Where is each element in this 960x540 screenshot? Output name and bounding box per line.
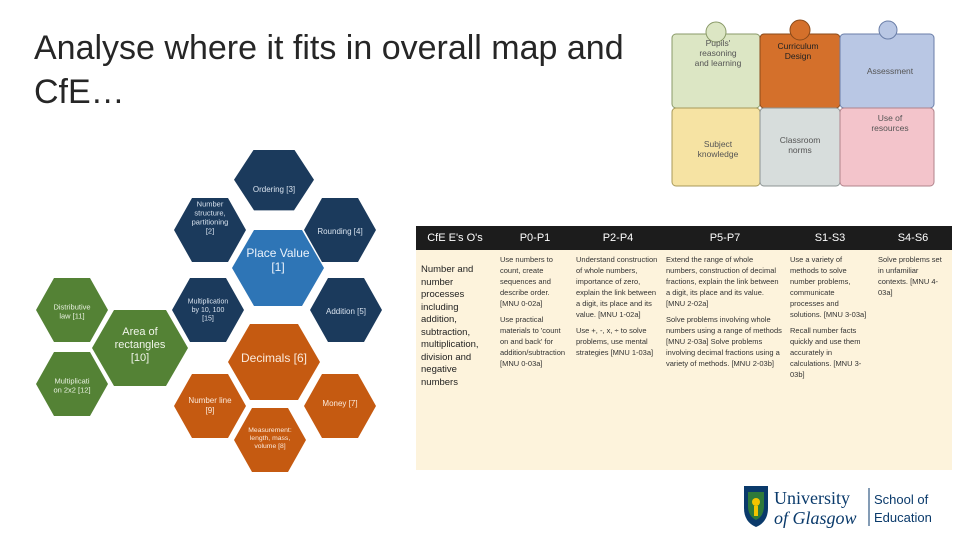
hex-addition-label: Addition [5] <box>326 307 366 316</box>
header-p0-p1: P0-P1 <box>519 232 551 244</box>
cell-s4-s6: Solve problems set in unfamiliar context… <box>878 254 948 303</box>
cell-s1-s3-text-2: Recall number facts quickly and use them… <box>790 326 862 379</box>
hex-measurement-label: Measurement:length, mass,volume [8] <box>248 427 292 450</box>
cell-p0-p1: Use numbers to count, create sequences a… <box>500 254 570 374</box>
header-s1-s3: S1-S3 <box>814 232 846 244</box>
hex-rounding-label: Rounding [4] <box>317 227 362 236</box>
logo-school-2: Education <box>874 510 932 525</box>
page-title: Analyse where it fits in overall map and… <box>34 29 624 111</box>
hex-number-line-label: Number line[9] <box>188 396 232 415</box>
logo-school-1: School of <box>874 492 929 507</box>
cell-s4-s6-text-1: Solve problems set in unfamiliar context… <box>878 255 942 297</box>
header-s4-s6: S4-S6 <box>897 232 929 244</box>
row-label: Number and number processes including ad… <box>421 264 479 388</box>
cell-p5-p7: Extend the range of whole numbers, const… <box>666 254 784 374</box>
header-cfe: CfE E's O's <box>427 232 483 244</box>
puzzle-piece-3: Assessment <box>867 66 914 76</box>
cell-s1-s3: Use a variety of methods to solve number… <box>790 254 870 385</box>
cell-p2-p4: Understand construction of whole numbers… <box>576 254 660 363</box>
hex-ordering <box>234 150 314 211</box>
cell-p0-p1-text-2: Use practical materials to 'count on and… <box>500 315 566 368</box>
cell-p2-p4-text-2: Use +, -, x, ÷ to solve problems, use me… <box>576 326 654 357</box>
crest-icon <box>744 486 768 527</box>
header-p5-p7: P5-P7 <box>709 232 741 244</box>
hex-ordering-label: Ordering [3] <box>253 185 295 194</box>
cfe-table: CfE E's O's P0-P1 P2-P4 P5-P7 S1-S3 S4-S… <box>416 226 952 470</box>
cell-s1-s3-text-1: Use a variety of methods to solve number… <box>790 255 867 319</box>
logo-line-2: of Glasgow <box>774 508 857 528</box>
table-header: CfE E's O's P0-P1 P2-P4 P5-P7 S1-S3 S4-S… <box>416 226 952 250</box>
cell-p5-p7-text-2: Solve problems involving whole numbers u… <box>666 315 782 368</box>
logo-line-1: University <box>774 488 850 508</box>
cell-p2-p4-text-1: Understand construction of whole numbers… <box>576 255 658 319</box>
hex-decimals-label: Decimals [6] <box>241 351 307 365</box>
cell-p0-p1-text-1: Use numbers to count, create sequences a… <box>500 255 553 308</box>
header-p2-p4: P2-P4 <box>602 232 634 244</box>
hex-place-value-label: Place Value[1] <box>246 246 309 274</box>
hex-money-label: Money [7] <box>322 399 357 408</box>
cell-p5-p7-text-1: Extend the range of whole numbers, const… <box>666 255 779 308</box>
university-logo: University of Glasgow School of Educatio… <box>744 486 932 528</box>
